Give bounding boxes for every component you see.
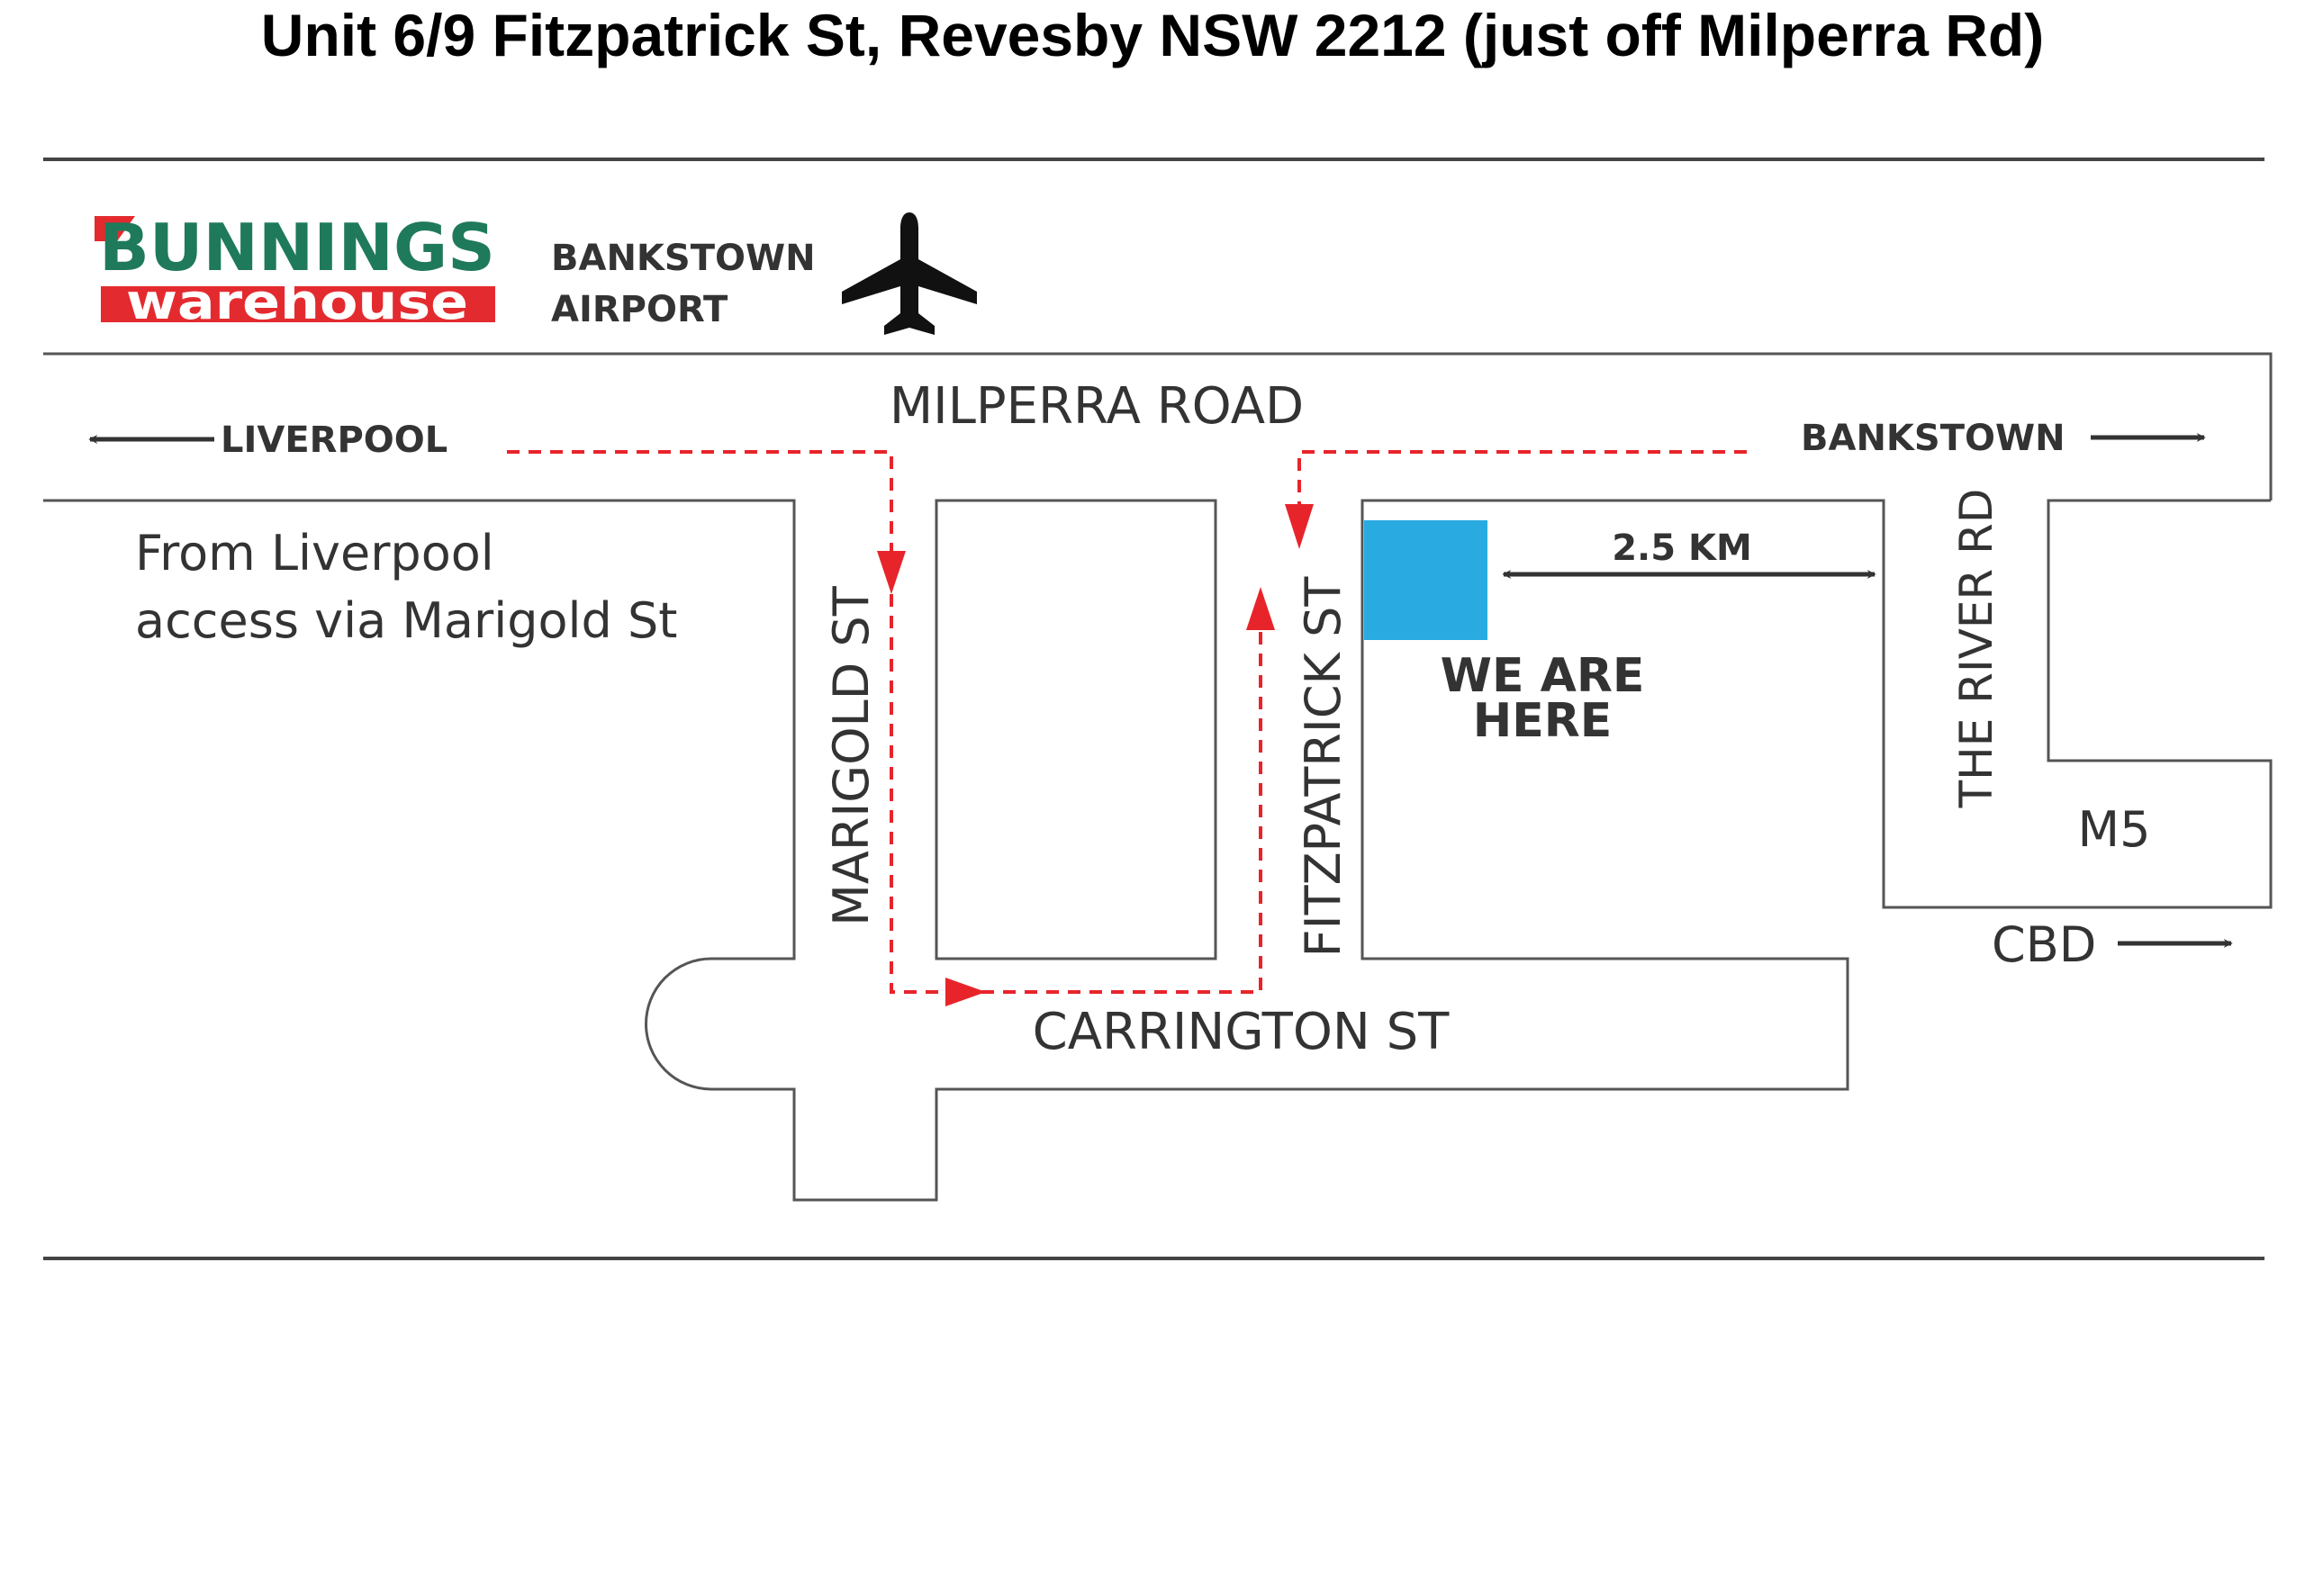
marigold-st-label: MARIGOLD ST	[823, 585, 880, 925]
page-title: Unit 6/9 Fitzpatrick St, Revesby NSW 221…	[261, 2, 2044, 68]
bunnings-logo: BUNNINGS warehouse	[95, 210, 495, 330]
fitzpatrick-st-label: FITZPATRICK ST	[1295, 576, 1351, 958]
distance-label: 2.5 KM	[1612, 527, 1752, 569]
bunnings-wordmark: BUNNINGS	[99, 210, 495, 285]
airport-label-line1: BANKSTOWN	[551, 238, 816, 279]
we-are-here-line2: HERE	[1473, 694, 1613, 748]
airplane-icon	[842, 212, 977, 335]
route-arrowheads	[877, 551, 1275, 1006]
warehouse-wordmark: warehouse	[126, 274, 468, 330]
route-arrowhead-bankstown	[1285, 504, 1314, 549]
route-from-bankstown	[1297, 450, 1747, 504]
bankstown-label: BANKSTOWN	[1801, 418, 2065, 459]
we-are-here-line1: WE ARE	[1441, 649, 1645, 703]
liverpool-note-line2: access via Marigold St	[135, 592, 677, 649]
milperra-road-label: MILPERRA ROAD	[890, 377, 1304, 436]
cbd-label: CBD	[1992, 916, 2096, 973]
carrington-st-label: CARRINGTON ST	[1033, 1003, 1451, 1061]
m5-label: M5	[2078, 801, 2151, 858]
river-rd-label: THE RIVER RD	[1950, 489, 2002, 809]
route-from-liverpool	[507, 450, 1262, 994]
liverpool-label: LIVERPOOL	[221, 419, 447, 461]
road-network	[43, 352, 2273, 1202]
airport-label-line2: AIRPORT	[551, 289, 728, 330]
location-marker	[1364, 520, 1487, 640]
liverpool-note-line1: From Liverpool	[135, 525, 494, 582]
